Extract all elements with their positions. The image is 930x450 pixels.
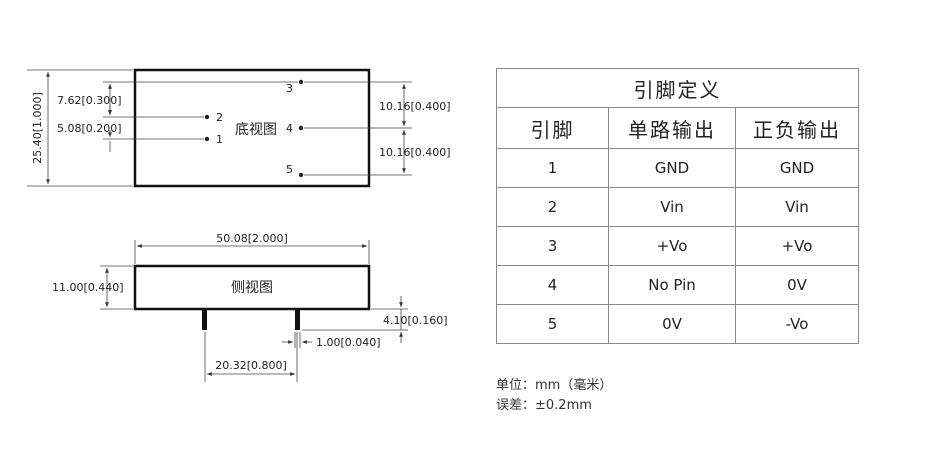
dim-pin-pitch-left xyxy=(103,81,298,152)
cell-pin: 1 xyxy=(496,148,609,188)
table-row: 5 0V -Vo xyxy=(496,304,860,344)
side-pin-left xyxy=(202,309,207,330)
cell-dual: Vin xyxy=(734,187,860,227)
notes: 单位：mm（毫米） 误差：±0.2mm xyxy=(496,376,612,416)
side-view-label: 侧视图 xyxy=(231,280,273,296)
unit-note: 单位：mm（毫米） xyxy=(496,378,613,393)
dim-pin4-pin5-label: 10.16[0.400] xyxy=(379,146,451,159)
table-header-row: 引脚 单路输出 正负输出 xyxy=(496,107,860,149)
cell-single: +Vo xyxy=(608,226,736,266)
dim-pin-length-label: 4.10[0.160] xyxy=(383,314,448,327)
tolerance-note: 误差：±0.2mm xyxy=(496,398,592,413)
pin-3-dot xyxy=(298,79,304,85)
table-row: 3 +Vo +Vo xyxy=(496,226,860,266)
cell-dual: +Vo xyxy=(734,226,860,266)
dim-pin2-pin1-label: 5.08[0.200] xyxy=(57,122,122,135)
side-pin-right xyxy=(295,309,300,330)
side-view: 侧视图 50.08[2.000] 11.00[0.440] 4.10[0.160… xyxy=(52,232,448,382)
dim-side-length xyxy=(134,240,370,264)
dim-pin-length xyxy=(302,296,408,343)
pin-2-number: 2 xyxy=(216,111,223,124)
cell-single: No Pin xyxy=(608,265,736,305)
pin-definition-table: 引脚定义 引脚 单路输出 正负输出 1 GND GND 2 Vin Vin 3 … xyxy=(495,68,860,344)
dim-pin3-pin4-label: 10.16[0.400] xyxy=(379,100,451,113)
pin-1-dot xyxy=(204,136,210,142)
cell-single: Vin xyxy=(608,187,736,227)
dim-pin-pitch-right xyxy=(304,81,412,176)
pin-2-dot xyxy=(204,114,210,120)
dim-side-height-label: 11.00[0.440] xyxy=(52,281,124,294)
table-title-row: 引脚定义 xyxy=(495,68,860,108)
header-dual-output: 正负输出 xyxy=(734,107,860,149)
dim-bottom-height-label: 25.40[1.000] xyxy=(31,92,44,164)
dim-pin-spacing-label: 20.32[0.800] xyxy=(215,359,287,372)
pin-4-number: 4 xyxy=(286,122,293,135)
dim-side-length-label: 50.08[2.000] xyxy=(216,232,288,245)
bottom-view: 底视图 3 2 1 4 5 25.40[1.000] 7.62[0.300] xyxy=(27,68,451,188)
pin-5-number: 5 xyxy=(286,163,293,176)
cell-pin: 4 xyxy=(496,265,609,305)
dim-pin-width-label: 1.00[0.040] xyxy=(316,336,381,349)
table-title: 引脚定义 xyxy=(495,68,860,108)
side-view-outline xyxy=(133,264,371,311)
pin-4-dot xyxy=(298,125,304,131)
cell-pin: 3 xyxy=(496,226,609,266)
pin-1-number: 1 xyxy=(216,133,223,146)
dim-pin3-pin2-label: 7.62[0.300] xyxy=(57,94,122,107)
pin-3-number: 3 xyxy=(286,82,293,95)
cell-single: 0V xyxy=(608,304,736,344)
pin-5-dot xyxy=(298,172,304,178)
cell-pin: 5 xyxy=(496,304,609,344)
header-single-output: 单路输出 xyxy=(608,107,736,149)
cell-pin: 2 xyxy=(496,187,609,227)
cell-dual: 0V xyxy=(734,265,860,305)
cell-single: GND xyxy=(608,148,736,188)
dim-pin-width xyxy=(282,332,312,348)
dim-pin-spacing xyxy=(204,332,298,382)
header-pin: 引脚 xyxy=(496,107,609,149)
cell-dual: GND xyxy=(734,148,860,188)
table-row: 2 Vin Vin xyxy=(496,187,860,227)
cell-dual: -Vo xyxy=(734,304,860,344)
table-row: 1 GND GND xyxy=(496,148,860,188)
dim-bottom-height xyxy=(27,69,133,187)
table-row: 4 No Pin 0V xyxy=(496,265,860,305)
bottom-view-label: 底视图 xyxy=(235,122,277,138)
dim-side-height xyxy=(100,265,133,310)
